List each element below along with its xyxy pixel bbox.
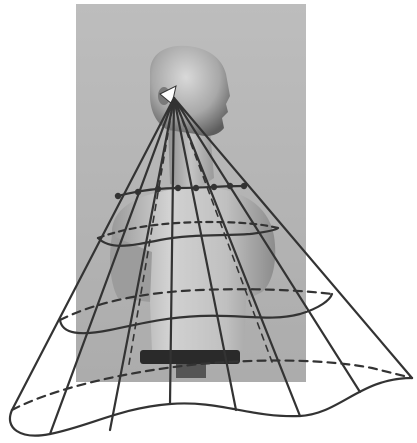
ring-dot: [115, 193, 121, 199]
ring-dot: [227, 183, 233, 189]
ring-dot: [193, 185, 199, 191]
ring-dot: [175, 185, 181, 191]
ring-dot: [155, 186, 161, 192]
ring-dot: [135, 189, 141, 195]
ring-dot: [211, 184, 217, 190]
cone-base-front: [10, 378, 412, 436]
ring-dot: [241, 183, 247, 189]
